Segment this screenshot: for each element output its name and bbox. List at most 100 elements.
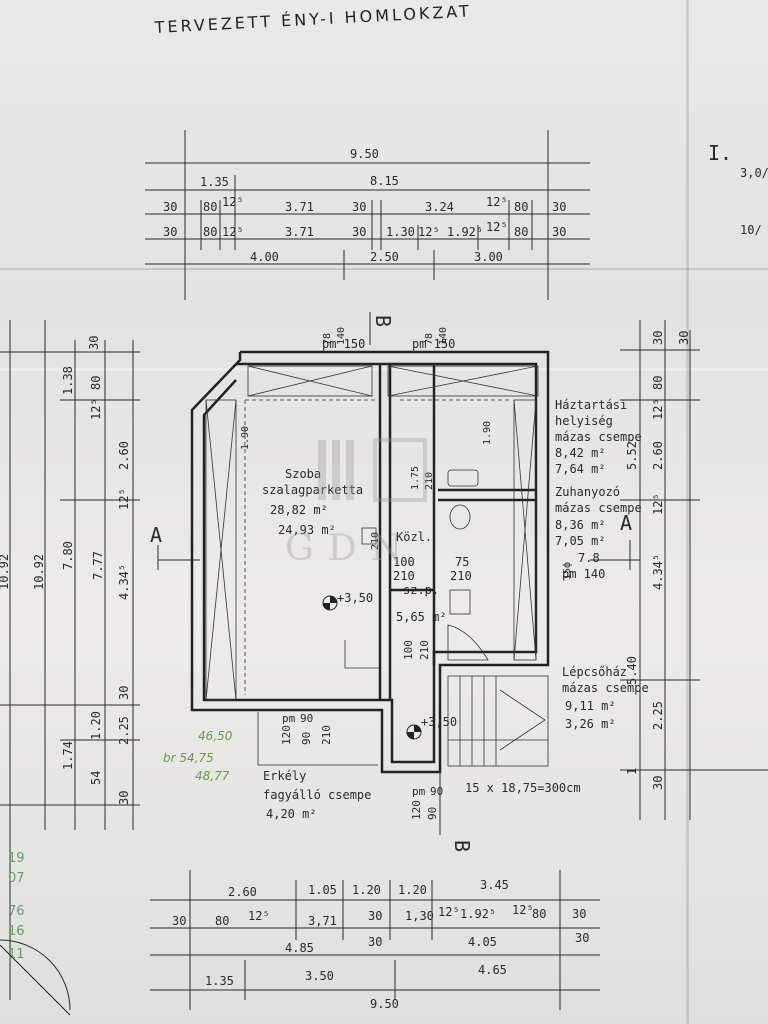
dim-value: 80 — [514, 225, 528, 239]
dim-value: 80 — [215, 914, 229, 928]
dim-value: 1.05 — [308, 883, 337, 897]
level-mark — [322, 595, 338, 611]
dim-value: 2.60 — [651, 441, 665, 470]
dim-value: 7.77 — [91, 551, 105, 580]
dim-value: 30 — [352, 225, 366, 239]
dim-value: 5.40 — [625, 656, 639, 685]
room-name-haztartasi: Háztartási — [555, 398, 627, 412]
opening-label: 15ф — [561, 562, 573, 580]
opening-label: 210 — [393, 569, 415, 583]
opening-label: pm — [282, 712, 296, 725]
opening-label: 75 — [455, 555, 469, 569]
dim-value: 80 — [514, 200, 528, 214]
dim-value: 80 — [532, 907, 546, 921]
dim-value: 1.92⁵ — [447, 225, 483, 239]
room-name-haztartasi: helyiség — [555, 414, 613, 428]
handwritten-note: 16 — [8, 924, 25, 939]
handwritten-note: 19 — [8, 851, 25, 866]
dim-value: 8.15 — [370, 174, 399, 188]
watermark-text: GDN — [285, 528, 416, 569]
dim-value: 3.71 — [285, 200, 314, 214]
opening-label: 90 — [426, 807, 439, 820]
dim-value: 30 — [172, 914, 186, 928]
dim-value: 4.05 — [468, 935, 497, 949]
dim-value: 30 — [368, 935, 382, 949]
dim-value: 2.50 — [370, 250, 399, 264]
room-area-zuhanyozo: 7,05 m² — [555, 534, 606, 548]
opening-label: 120 — [280, 725, 293, 745]
opening-label: 210 — [424, 472, 435, 490]
opening-label: 210 — [370, 532, 381, 550]
dim-value: 4.85 — [285, 941, 314, 955]
dim-value: 80 — [651, 376, 665, 390]
room-area-zuhanyozo: 8,36 m² — [555, 518, 606, 532]
dim-value: 12⁵ — [418, 225, 440, 239]
dim-total-bottom: 9.50 — [370, 997, 399, 1011]
dim-value: 30 — [163, 200, 177, 214]
opening-label: 210 — [418, 640, 431, 660]
dim-value: 30 — [552, 225, 566, 239]
dim-value: 5.52 — [625, 441, 639, 470]
opening-label: 120 — [410, 800, 423, 820]
handwritten-note: 46,50 — [198, 729, 233, 743]
opening-label: pm 140 — [562, 567, 605, 581]
dim-value: 12⁵ — [248, 909, 270, 923]
handwritten-note: 11 — [8, 947, 25, 962]
dim-value: 2.60 — [117, 441, 131, 470]
dim-value: 80 — [203, 225, 217, 239]
room-floor-szoba: szalagparketta — [262, 483, 363, 497]
level-mark — [406, 724, 422, 740]
room-area-kozl: 5,65 m² — [396, 610, 447, 624]
room-area-erkely: 4,20 m² — [266, 807, 317, 821]
dim-value: 30 — [552, 200, 566, 214]
dim-value: 30 — [572, 907, 586, 921]
building-walls — [190, 350, 550, 774]
dim-value: 30 — [163, 225, 177, 239]
right-edge-mark: I. — [708, 141, 732, 165]
dim-value: 30 — [651, 776, 665, 790]
section-mark-a: A — [150, 523, 162, 547]
dim-value: 1.74 — [61, 741, 75, 770]
right-dimension-chains — [620, 320, 768, 820]
room-name-szoba: Szoba — [285, 467, 321, 481]
room-area-lepcsohaz: 3,26 m² — [565, 717, 616, 731]
dim-value: 12⁵ — [512, 903, 534, 917]
dim-value: 1.90 — [240, 426, 251, 450]
dim-value: 2.25 — [117, 716, 131, 745]
section-mark-b: B — [450, 840, 474, 852]
dim-value: 12⁵ — [651, 398, 665, 420]
room-floor-zuhanyozo: mázas csempe — [555, 501, 642, 515]
dim-value: 4.34⁵ — [651, 554, 665, 590]
level-value: +3,50 — [337, 591, 373, 605]
dim-value: 12⁵ — [222, 195, 244, 209]
dim-value: 12⁵ — [222, 225, 244, 239]
level-value: +3,50 — [421, 715, 457, 729]
dim-value: 4.65 — [478, 963, 507, 977]
fold-line-horizontal — [0, 368, 768, 371]
opening-label: 78 — [322, 333, 333, 345]
dim-value: 12⁵ — [486, 220, 508, 234]
dim-value: 3.50 — [305, 969, 334, 983]
dim-value: 10.92 — [32, 554, 46, 590]
drawing-title: TERVEZETT ÉNY-I HOMLOKZAT — [153, 1, 472, 37]
room-floor-erkely: fagyálló csempe — [263, 788, 371, 802]
opening-label: pm — [412, 785, 426, 798]
dim-value: 4.34⁵ — [117, 564, 131, 600]
dim-value: 1.38 — [61, 366, 75, 395]
dim-value: 30 — [677, 331, 691, 345]
opening-label: 100 — [393, 555, 415, 569]
opening-label: 90 — [430, 785, 443, 798]
dim-value: 2.60 — [228, 885, 257, 899]
dim-value: 7.80 — [61, 541, 75, 570]
dim-value: 12⁵ — [486, 195, 508, 209]
opening-label: 7.8 — [578, 551, 600, 565]
right-edge-value: 10/ — [740, 223, 762, 237]
dim-value: 30 — [87, 336, 101, 350]
opening-label: 140 — [438, 327, 449, 345]
dim-value: 80 — [203, 200, 217, 214]
dim-value: 80 — [89, 376, 103, 390]
dim-value: 3,71 — [308, 914, 337, 928]
room-floor-lepcsohaz: mázas csempe — [562, 681, 649, 695]
fold-line-vertical — [686, 0, 689, 1024]
